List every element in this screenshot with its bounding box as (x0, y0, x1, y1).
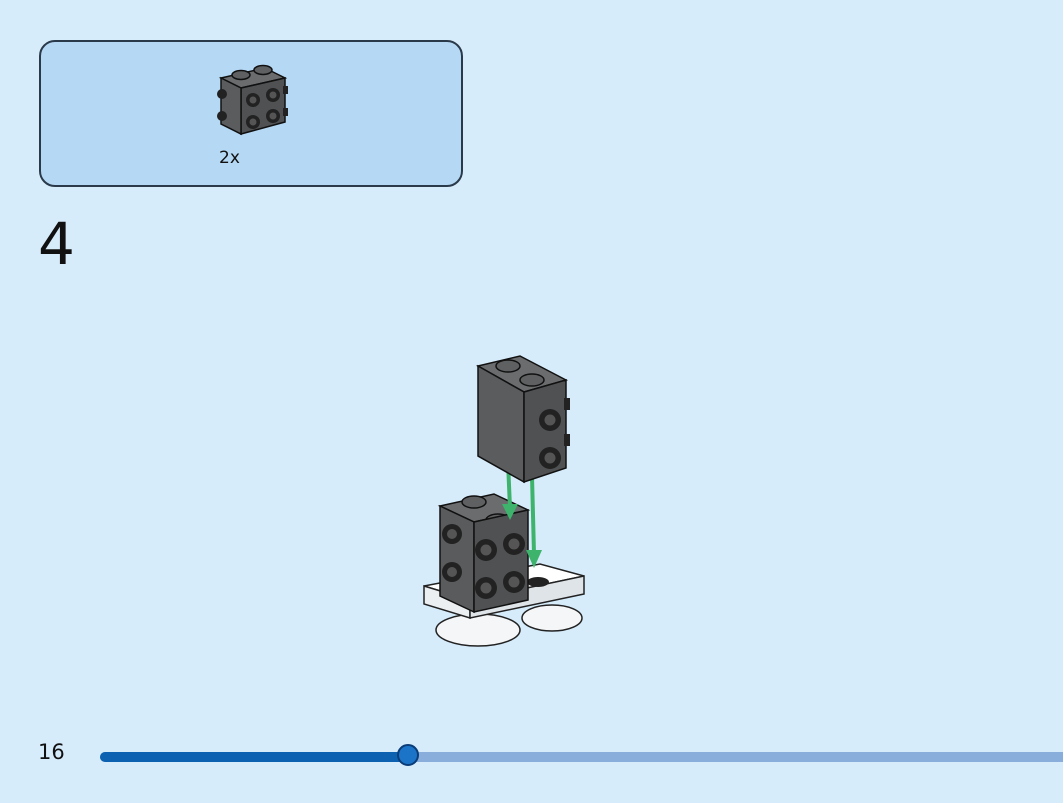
lower-brick (437, 493, 531, 614)
progress-fill (100, 752, 409, 762)
parts-callout: 2x (39, 40, 463, 187)
page-number: 16 (38, 740, 65, 764)
brick-side-studs-icon (217, 64, 288, 136)
progress-bar (100, 744, 1063, 766)
progress-knob (397, 744, 420, 766)
assembly-illustration-icon (423, 355, 585, 647)
upper-brick (475, 355, 570, 484)
step-number: 4 (38, 210, 75, 278)
part-quantity: 2x (219, 148, 240, 168)
